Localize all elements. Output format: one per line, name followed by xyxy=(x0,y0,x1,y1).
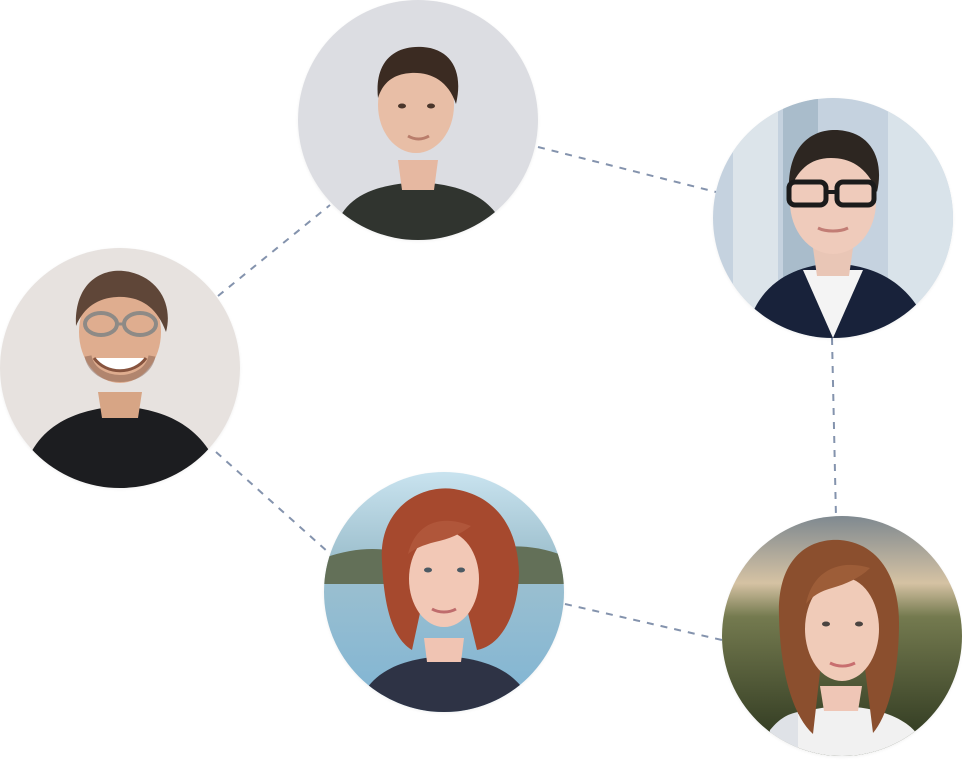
avatar xyxy=(0,248,240,488)
connector-left-bottom xyxy=(215,451,329,553)
avatar xyxy=(713,98,953,338)
avatar xyxy=(298,0,538,240)
portrait-smiling-man-icon xyxy=(0,248,240,488)
connector-right-vertical xyxy=(831,337,837,519)
avatar xyxy=(324,472,564,712)
connector-left-top xyxy=(217,204,331,297)
connector-top-right xyxy=(537,146,717,193)
portrait-red-haired-woman-icon xyxy=(324,472,564,712)
portrait-brown-haired-woman-icon xyxy=(722,516,962,756)
portrait-man-glasses-icon xyxy=(713,98,953,338)
portrait-young-man-icon xyxy=(298,0,538,240)
connector-bottom xyxy=(564,603,723,641)
avatar xyxy=(722,516,962,756)
